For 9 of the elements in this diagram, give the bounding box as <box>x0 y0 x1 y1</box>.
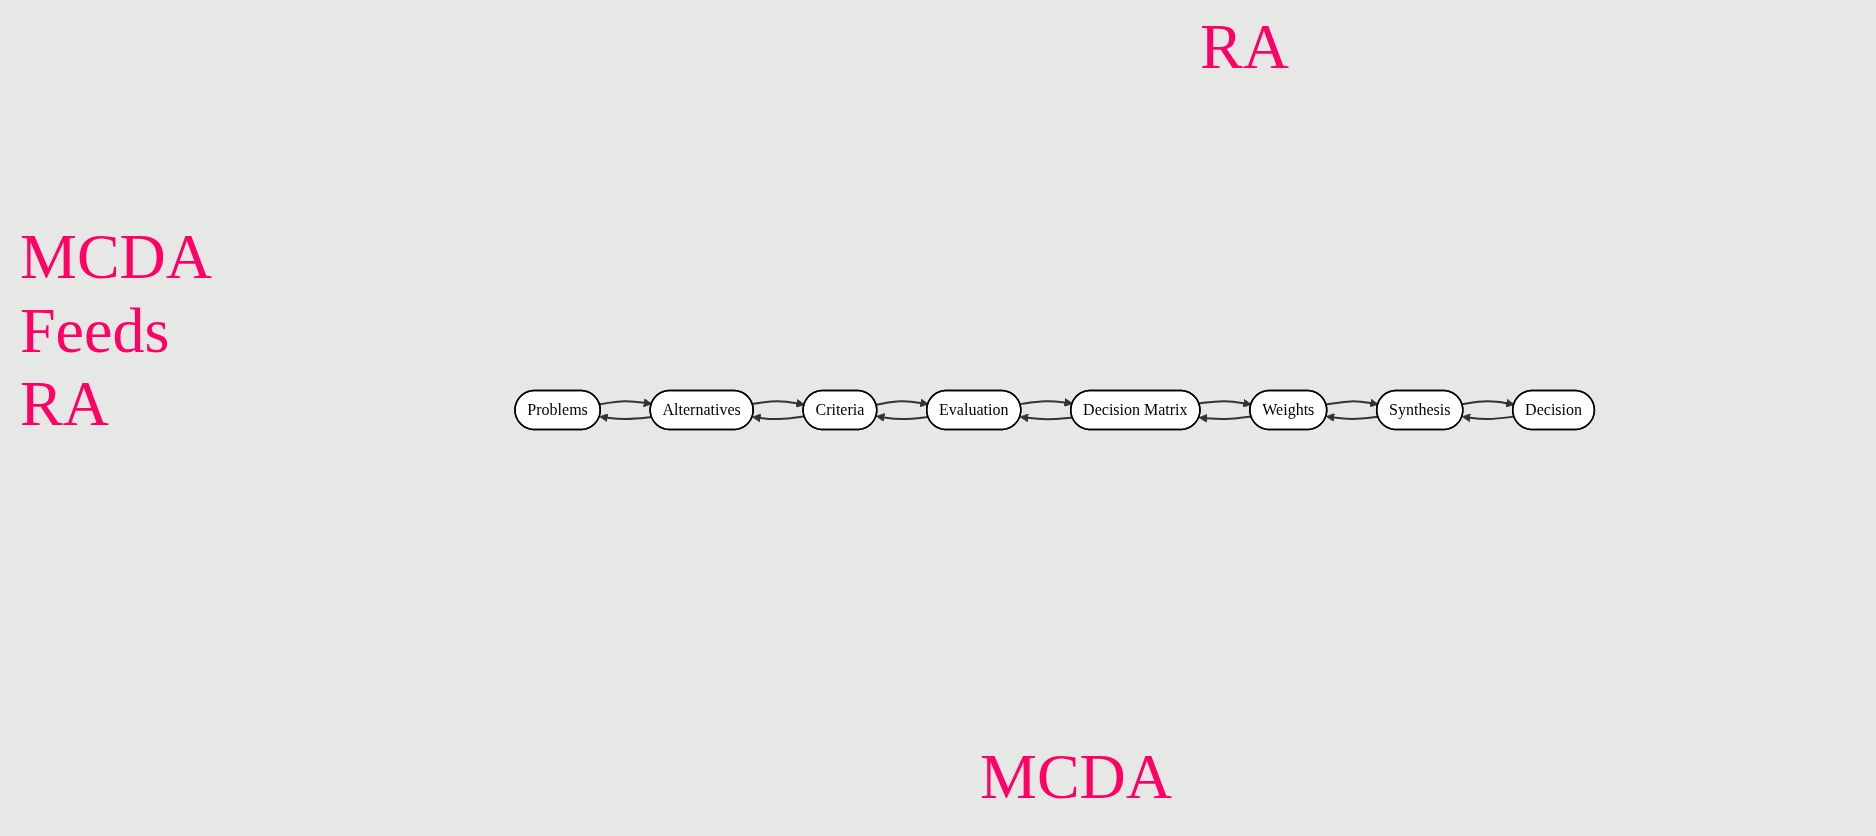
arrow <box>876 413 930 422</box>
bracket-label: MCDA Feeds RA <box>20 220 210 441</box>
arrow <box>599 398 653 408</box>
arrow <box>1325 398 1379 408</box>
arrow <box>1199 413 1253 423</box>
bracket-label: MCDA <box>980 740 1174 814</box>
bracket-label: RA <box>1200 10 1290 84</box>
arrow <box>1462 413 1516 423</box>
arrow <box>752 413 806 423</box>
